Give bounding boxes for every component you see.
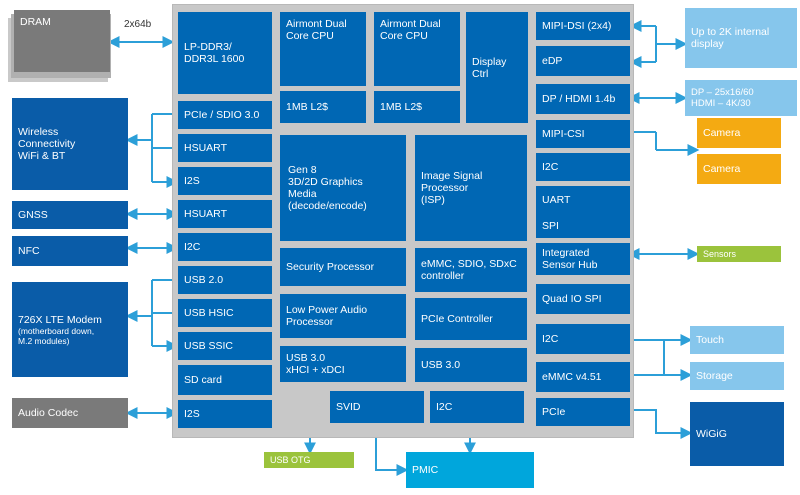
- pmic-module: PMIC: [406, 452, 534, 488]
- pcie-port-right: PCIe: [536, 398, 630, 426]
- emmc-451-port: eMMC v4.51: [536, 362, 630, 392]
- pmic-link: [375, 422, 409, 476]
- camera-link: [630, 131, 697, 150]
- quad-io-spi-port: Quad IO SPI: [536, 284, 630, 314]
- svid-interface: SVID: [330, 391, 424, 423]
- gnss-module: GNSS: [12, 201, 128, 229]
- cpu-module-1: Airmont Dual Core CPU: [280, 12, 366, 86]
- graphics-engine: Gen 8 3D/2D Graphics Media (decode/encod…: [280, 135, 406, 241]
- sensors-bar: Sensors: [697, 246, 781, 262]
- wireless-connectivity: Wireless Connectivity WiFi & BT: [12, 98, 128, 190]
- wigig-module: WiGiG: [690, 402, 784, 466]
- dp-hdmi-port: DP / HDMI 1.4b: [536, 84, 630, 114]
- i2c-port-right-2: I2C: [536, 324, 630, 354]
- usb2-port: USB 2.0: [178, 266, 272, 294]
- pcie-sdio-port: PCIe / SDIO 3.0: [178, 101, 272, 129]
- external-display-output: DP – 25x16/60 HDMI – 4K/30: [685, 80, 797, 116]
- usb-ssic-port: USB SSIC: [178, 332, 272, 360]
- image-signal-processor: Image Signal Processor (ISP): [415, 135, 527, 241]
- usb-hsic-port: USB HSIC: [178, 299, 272, 327]
- touch-storage-link: [630, 339, 690, 375]
- wigig-link: [630, 409, 693, 439]
- camera-1: Camera: [697, 118, 781, 148]
- usb3-controller: USB 3.0: [415, 348, 527, 382]
- pcie-controller: PCIe Controller: [415, 298, 527, 340]
- display-controller: Display Ctrl: [466, 12, 528, 123]
- sd-card-port: SD card: [178, 365, 272, 395]
- lte-modem: 726X LTE Modem (motherboard down, M.2 mo…: [12, 282, 128, 377]
- lte-modem-note: (motherboard down, M.2 modules): [18, 325, 95, 346]
- spi-port: SPI: [536, 214, 630, 238]
- dram-module: DRAM: [14, 10, 110, 72]
- mipi-csi-port: MIPI-CSI: [536, 120, 630, 148]
- touch-peripheral: Touch: [690, 326, 784, 354]
- hsuart-port-1: HSUART: [178, 134, 272, 162]
- integrated-sensor-hub: Integrated Sensor Hub: [536, 243, 630, 275]
- memory-controller: LP-DDR3/ DDR3L 1600: [178, 12, 272, 94]
- emmc-sdio-controller: eMMC, SDIO, SDxC controller: [415, 248, 527, 292]
- i2s-port-1: I2S: [178, 167, 272, 195]
- modem-link: [128, 279, 176, 346]
- internal-display: Up to 2K internal display: [685, 8, 797, 68]
- wireless-link: [128, 113, 176, 182]
- audio-codec: Audio Codec: [12, 398, 128, 428]
- dram-bus-width: 2x64b: [124, 19, 152, 30]
- i2s-port-2: I2S: [178, 400, 272, 428]
- camera-2: Camera: [697, 154, 781, 184]
- display-link: [630, 25, 685, 63]
- nfc-module: NFC: [12, 236, 128, 266]
- uart-port: UART: [536, 186, 630, 214]
- i2c-port-right-1: I2C: [536, 153, 630, 181]
- usb-otg-bar: USB OTG: [264, 452, 354, 468]
- i2c-bottom-interface: I2C: [430, 391, 524, 423]
- mipi-dsi-port: MIPI-DSI (2x4): [536, 12, 630, 40]
- l2-cache-2: 1MB L2$: [374, 91, 460, 123]
- cpu-module-2: Airmont Dual Core CPU: [374, 12, 460, 86]
- usb3-xhci-controller: USB 3.0 xHCI + xDCI: [280, 346, 406, 382]
- hsuart-port-2: HSUART: [178, 200, 272, 228]
- storage-peripheral: Storage: [690, 362, 784, 390]
- security-processor: Security Processor: [280, 248, 406, 286]
- low-power-audio-processor: Low Power Audio Processor: [280, 294, 406, 338]
- lte-modem-title: 726X LTE Modem: [18, 313, 102, 326]
- l2-cache-1: 1MB L2$: [280, 91, 366, 123]
- edp-port: eDP: [536, 46, 630, 76]
- i2c-port-left: I2C: [178, 233, 272, 261]
